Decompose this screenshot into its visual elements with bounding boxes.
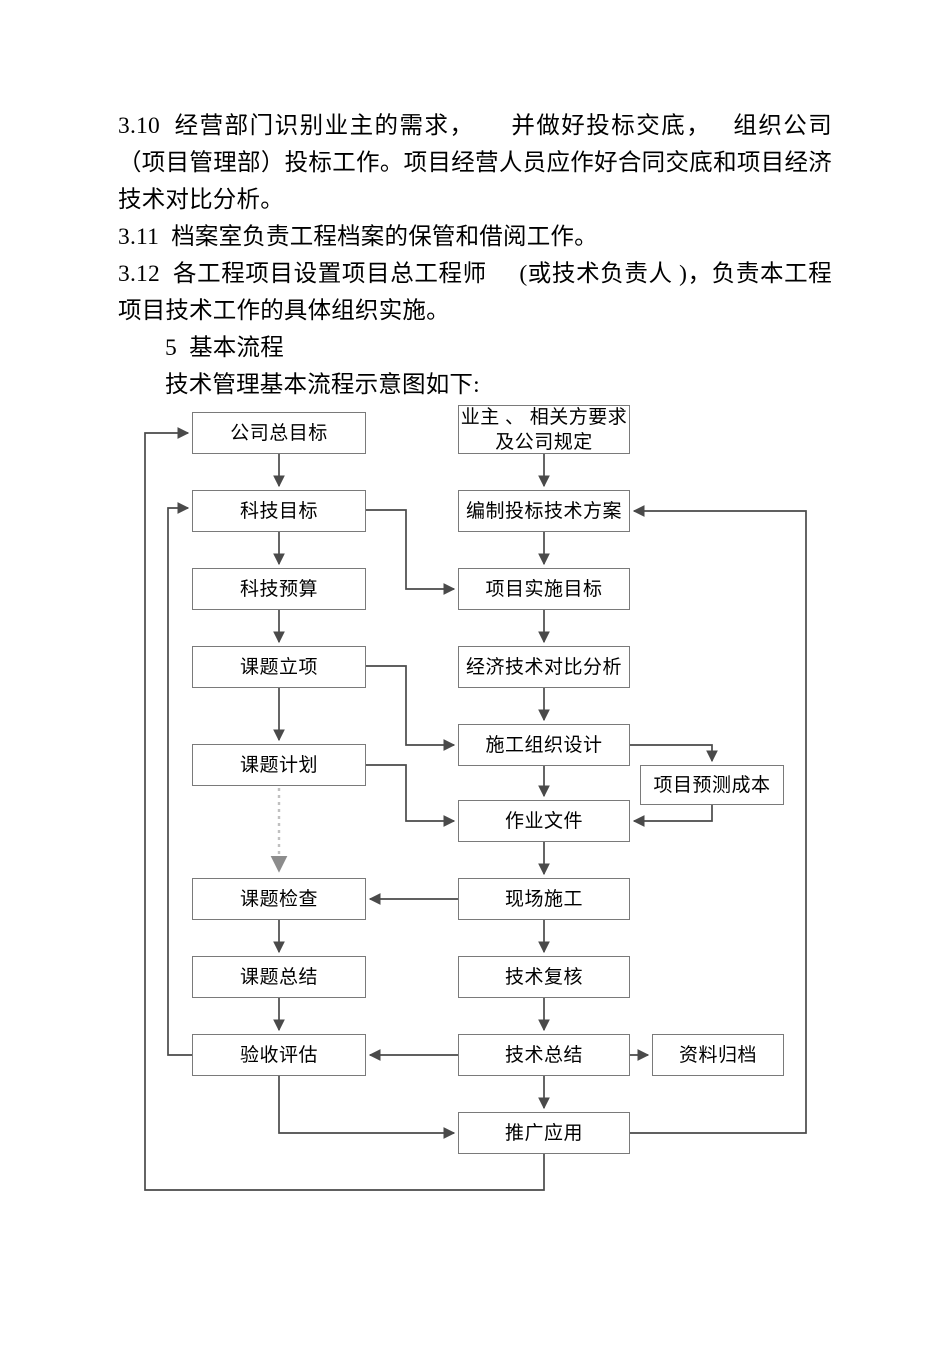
flow-node-tech-summary[interactable]: 技术总结: [458, 1034, 630, 1076]
section-heading-5: 5 基本流程: [165, 335, 284, 361]
flow-node-topic-summary[interactable]: 课题总结: [192, 956, 366, 998]
flow-node-topic-initiation[interactable]: 课题立项: [192, 646, 366, 688]
flow-node-topic-inspection[interactable]: 课题检查: [192, 878, 366, 920]
paragraph-3-11: 3.11 档案室负责工程档案的保管和借阅工作。: [118, 224, 598, 250]
flowchart-connectors: [144, 427, 807, 1191]
flow-node-archive-documents[interactable]: 资料归档: [652, 1034, 784, 1076]
flow-node-promotion-application[interactable]: 推广应用: [458, 1112, 630, 1154]
flow-node-tech-budget[interactable]: 科技预算: [192, 568, 366, 610]
flow-node-project-cost-forecast[interactable]: 项目预测成本: [640, 765, 784, 805]
flow-node-bid-tech-plan[interactable]: 编制投标技术方案: [458, 490, 630, 532]
flow-node-project-implementation-goal[interactable]: 项目实施目标: [458, 568, 630, 610]
flow-node-site-construction[interactable]: 现场施工: [458, 878, 630, 920]
flow-node-construction-org-design[interactable]: 施工组织设计: [458, 724, 630, 766]
flow-node-econ-tech-comparison[interactable]: 经济技术对比分析: [458, 646, 630, 688]
paragraph-3-12: 3.12 各工程项目设置项目总工程师 (或技术负责人 )，负责本工程项目技术工作…: [118, 261, 832, 324]
flow-node-acceptance-evaluation[interactable]: 验收评估: [192, 1034, 366, 1076]
flowchart-caption: 技术管理基本流程示意图如下:: [165, 372, 480, 398]
flow-node-topic-plan[interactable]: 课题计划: [192, 744, 366, 786]
technical-management-flowchart: 公司总目标 业主 、 相关方要求 及公司规定 科技目标 编制投标技术方案 科技预…: [0, 395, 950, 1195]
flow-node-tech-goal[interactable]: 科技目标: [192, 490, 366, 532]
paragraph-3-10: 3.10 经营部门识别业主的需求， 并做好投标交底， 组织公司（项目管理部）投标…: [118, 113, 832, 213]
flow-node-work-documents[interactable]: 作业文件: [458, 800, 630, 842]
flow-node-company-goal[interactable]: 公司总目标: [192, 412, 366, 454]
flow-node-tech-review[interactable]: 技术复核: [458, 956, 630, 998]
flow-node-owner-requirements[interactable]: 业主 、 相关方要求 及公司规定: [458, 405, 630, 454]
body-text: 3.10 经营部门识别业主的需求， 并做好投标交底， 组织公司（项目管理部）投标…: [118, 108, 832, 404]
